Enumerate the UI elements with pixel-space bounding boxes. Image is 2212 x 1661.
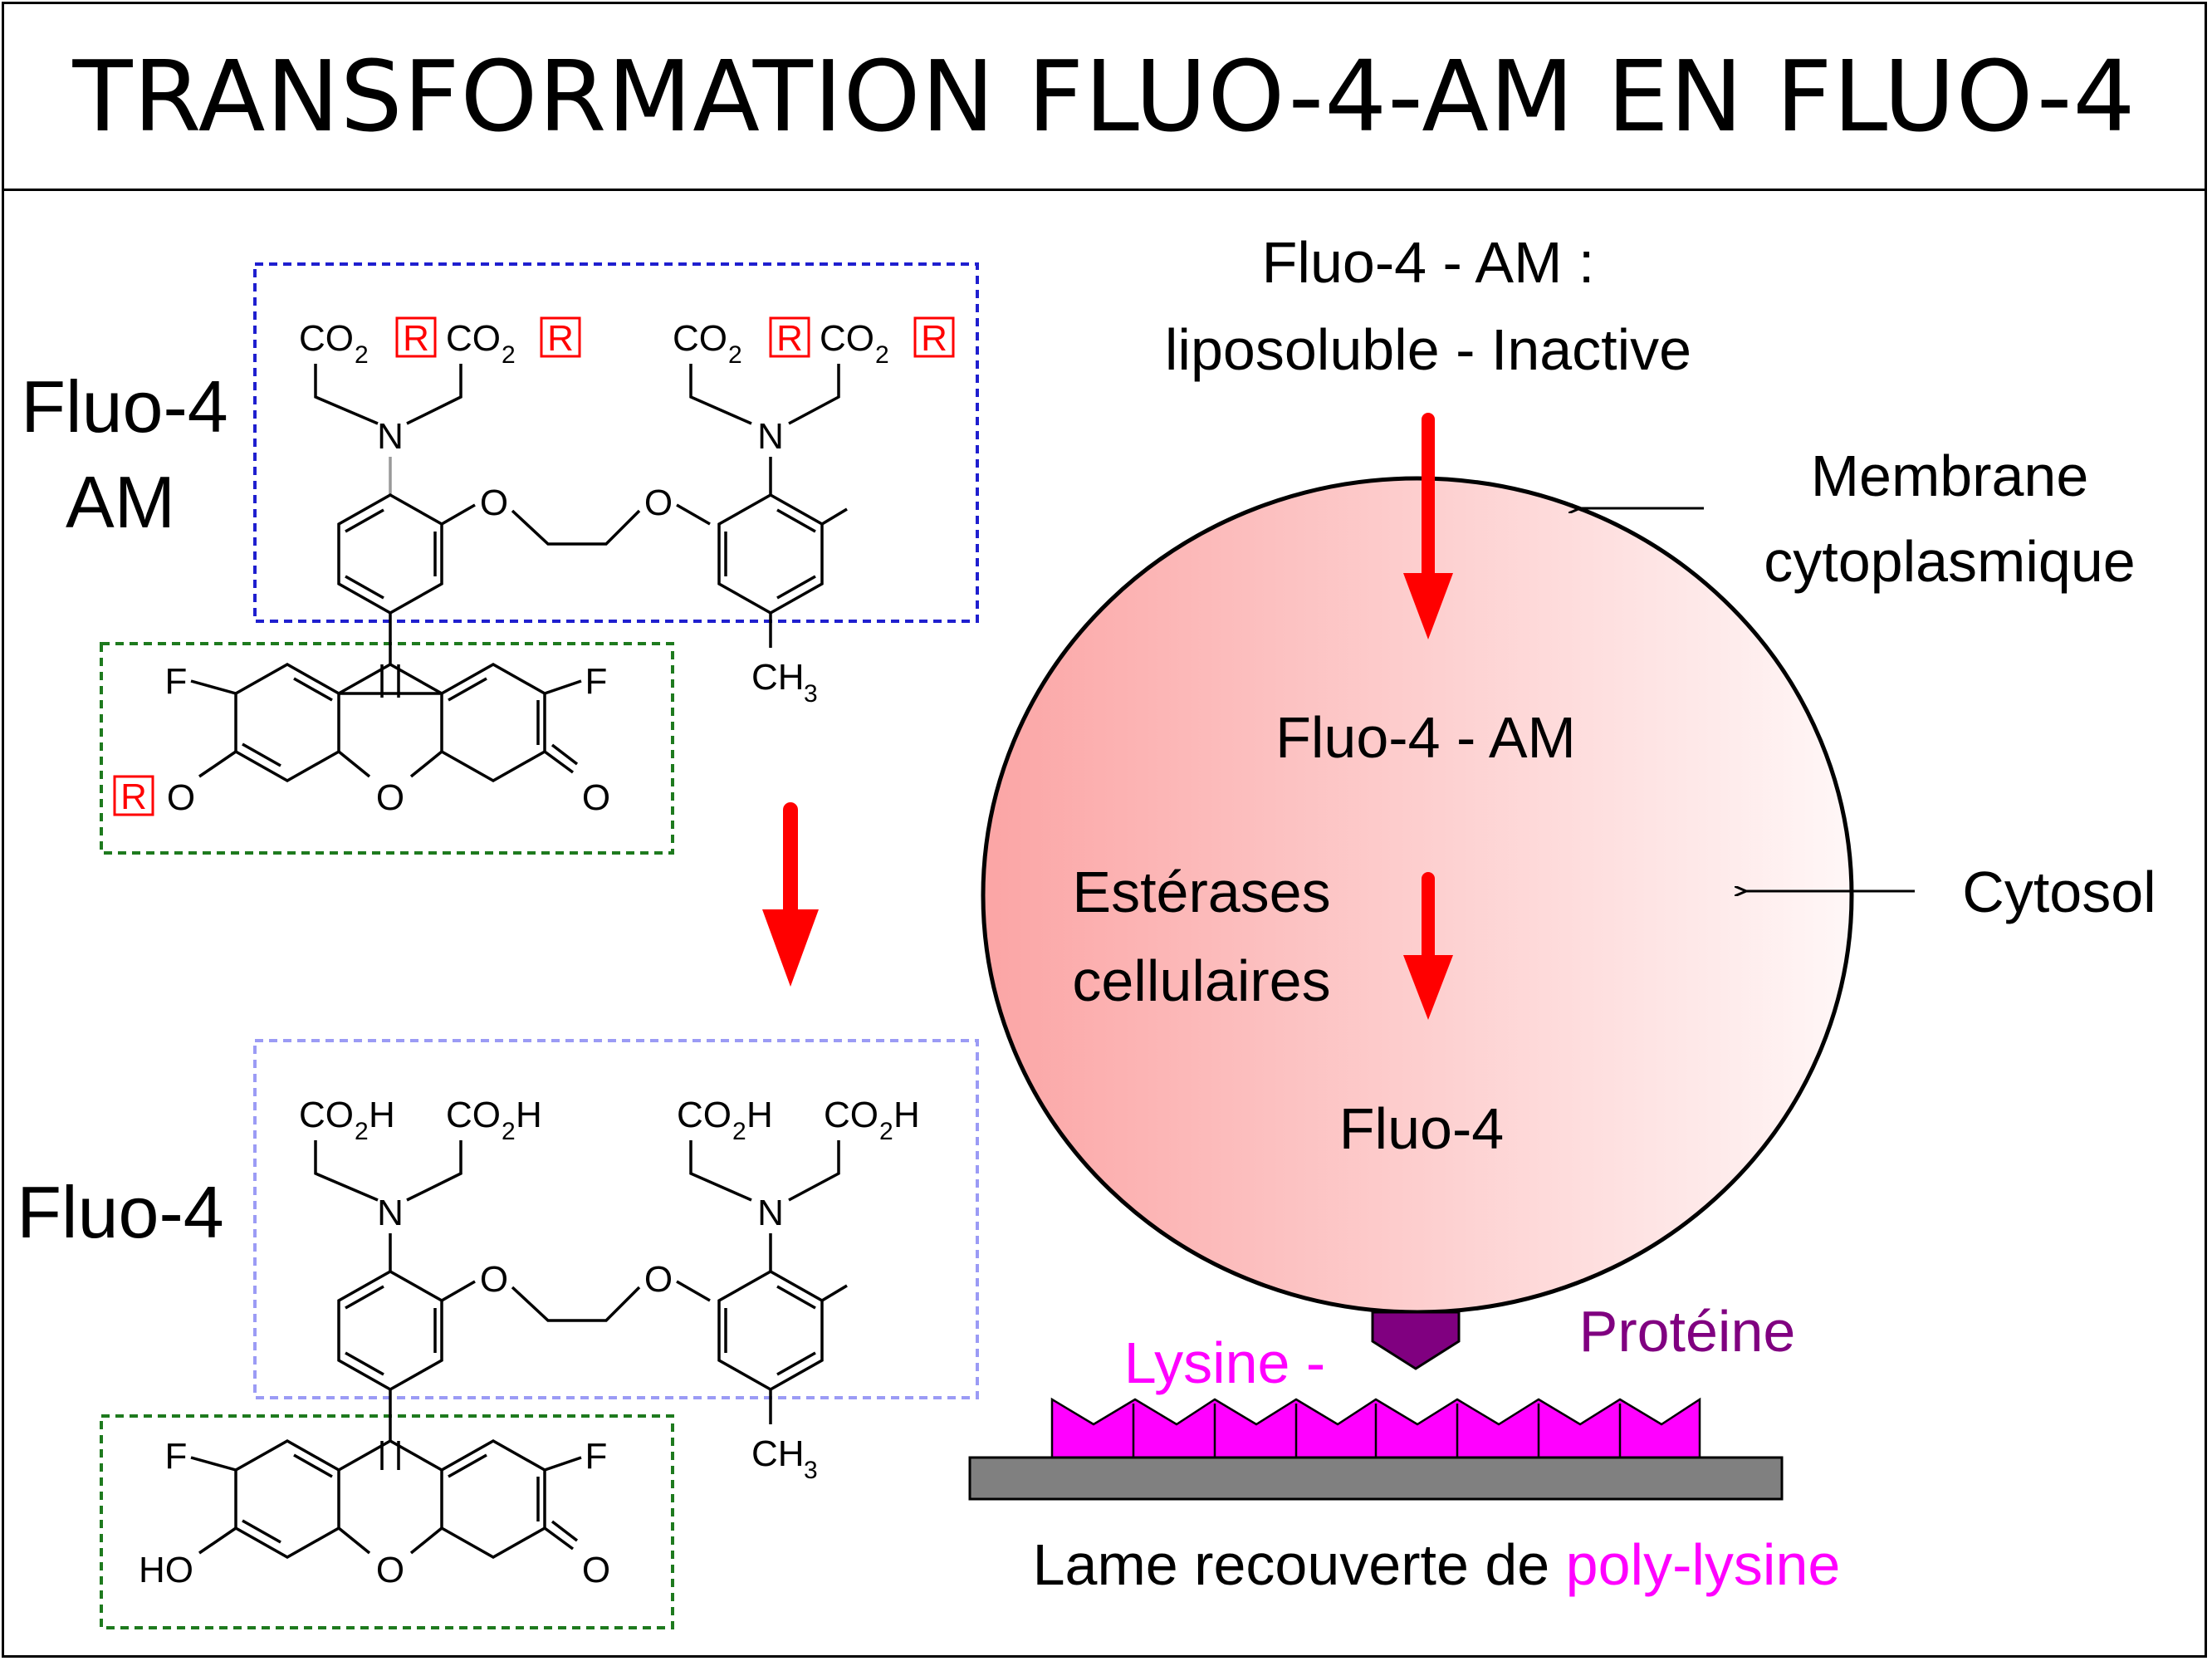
co2-label: CO xyxy=(673,318,727,359)
f-atom: F xyxy=(165,661,188,702)
subscript-2: 2 xyxy=(879,1118,893,1145)
h-label: H xyxy=(746,1095,773,1135)
o-atom: O xyxy=(376,1550,404,1590)
hydrolysis-arrow xyxy=(1403,872,1453,1020)
membrane-label-line2: cytoplasmique xyxy=(1764,529,2135,594)
ester-groups: CO 2 R CO 2 R CO 2 R CO 2 R xyxy=(299,316,955,369)
r-box xyxy=(113,775,154,816)
outside-label-line1: Fluo-4 - AM : xyxy=(1262,230,1595,295)
subscript-2: 2 xyxy=(355,341,369,369)
h-label: H xyxy=(516,1095,542,1135)
o-atom: O xyxy=(167,777,195,818)
o-atom: O xyxy=(480,1259,508,1300)
f-atom: F xyxy=(585,1436,608,1477)
co2-label: CO xyxy=(820,318,874,359)
slide-caption-highlight: poly-lysine xyxy=(1566,1532,1841,1597)
fluo4am-structure: CO 2 R CO 2 R CO 2 R CO 2 R xyxy=(100,262,979,855)
n-atom: N xyxy=(377,416,404,457)
co2-label: CO xyxy=(824,1095,878,1135)
subscript-3: 3 xyxy=(804,680,818,708)
fluo4am-name-line1: Fluo-4 xyxy=(21,365,228,448)
subscript-2: 2 xyxy=(355,1118,369,1145)
fluo4-structure: CO 2 H CO 2 H CO 2 H CO 2 H xyxy=(100,1039,979,1629)
co2-label: CO xyxy=(677,1095,732,1135)
enzyme-label-line2: cellulaires xyxy=(1072,948,1330,1013)
inside-top-label: Fluo-4 - AM xyxy=(1275,705,1576,770)
f-atom: F xyxy=(585,661,608,702)
h-label: H xyxy=(369,1095,395,1135)
glass-slide xyxy=(968,1456,1784,1501)
o-atom: O xyxy=(644,1259,673,1300)
title-bar: TRANSFORMATION FLUO-4-AM EN FLUO-4 xyxy=(4,4,2205,191)
fluorophore-dashed-box xyxy=(100,642,674,855)
r-box xyxy=(769,316,810,358)
r-box xyxy=(540,316,581,358)
slide-caption-text: Lame recouverte de xyxy=(1033,1532,1566,1597)
o-atom: O xyxy=(376,777,404,818)
poly-lysine-layer xyxy=(1050,1397,1701,1459)
bond-lines xyxy=(190,364,848,783)
subscript-2: 2 xyxy=(728,341,742,369)
o-atom: O xyxy=(480,483,508,523)
n-atom: N xyxy=(757,1193,784,1233)
r-box xyxy=(395,316,437,358)
inside-bottom-label: Fluo-4 xyxy=(1339,1096,1504,1161)
co2-label: CO xyxy=(299,1095,354,1135)
fluo4-name: Fluo-4 xyxy=(17,1171,223,1253)
bond-lines xyxy=(190,1140,848,1560)
r-label: R xyxy=(120,777,147,817)
bapta-dashed-box xyxy=(253,1039,979,1399)
acid-groups: CO 2 H CO 2 H CO 2 H CO 2 H xyxy=(299,1095,920,1145)
ho-label: HO xyxy=(139,1550,193,1590)
subscript-3: 3 xyxy=(804,1457,818,1484)
outside-label-line2: liposoluble - Inactive xyxy=(1165,317,1691,382)
protein-label: Protéine xyxy=(1579,1299,1796,1364)
atom-labels: N O O N CH 3 F F O O O R xyxy=(113,416,818,818)
o-atom: O xyxy=(582,777,610,818)
o-atom: O xyxy=(644,483,673,523)
cytosol-label: Cytosol xyxy=(1962,860,2156,924)
subscript-2: 2 xyxy=(502,1118,516,1145)
r-label: R xyxy=(403,318,429,359)
co2-label: CO xyxy=(446,1095,501,1135)
slide-caption: Lame recouverte de poly-lysine xyxy=(1033,1532,1841,1597)
fluo4am-name-line2: AM xyxy=(66,461,175,543)
subscript-2: 2 xyxy=(732,1118,746,1145)
conversion-arrow xyxy=(762,802,819,987)
subscript-2: 2 xyxy=(502,341,516,369)
enzyme-label-line1: Estérases xyxy=(1072,860,1330,924)
r-label: R xyxy=(547,318,574,359)
r-label: R xyxy=(921,318,947,359)
co2-label: CO xyxy=(299,318,354,359)
f-atom: F xyxy=(165,1436,188,1477)
co2-label: CO xyxy=(446,318,501,359)
membrane-label-line1: Membrane xyxy=(1811,443,2089,508)
entry-arrow xyxy=(1403,413,1453,639)
n-atom: N xyxy=(757,416,784,457)
h-label: H xyxy=(893,1095,920,1135)
o-atom: O xyxy=(582,1550,610,1590)
r-label: R xyxy=(776,318,803,359)
fluorophore-dashed-box xyxy=(100,1414,674,1629)
atom-labels: N O O N CH 3 F F O O HO xyxy=(139,1193,818,1590)
ch3-label: CH xyxy=(751,657,805,698)
bapta-dashed-box xyxy=(253,262,979,623)
protein-shape xyxy=(1371,1311,1461,1370)
r-box xyxy=(913,316,955,358)
n-atom: N xyxy=(377,1193,404,1233)
ch3-label: CH xyxy=(751,1433,805,1474)
lysine-label: Lysine - xyxy=(1124,1330,1326,1395)
subscript-2: 2 xyxy=(875,341,889,369)
page-title: TRANSFORMATION FLUO-4-AM EN FLUO-4 xyxy=(72,39,2136,154)
